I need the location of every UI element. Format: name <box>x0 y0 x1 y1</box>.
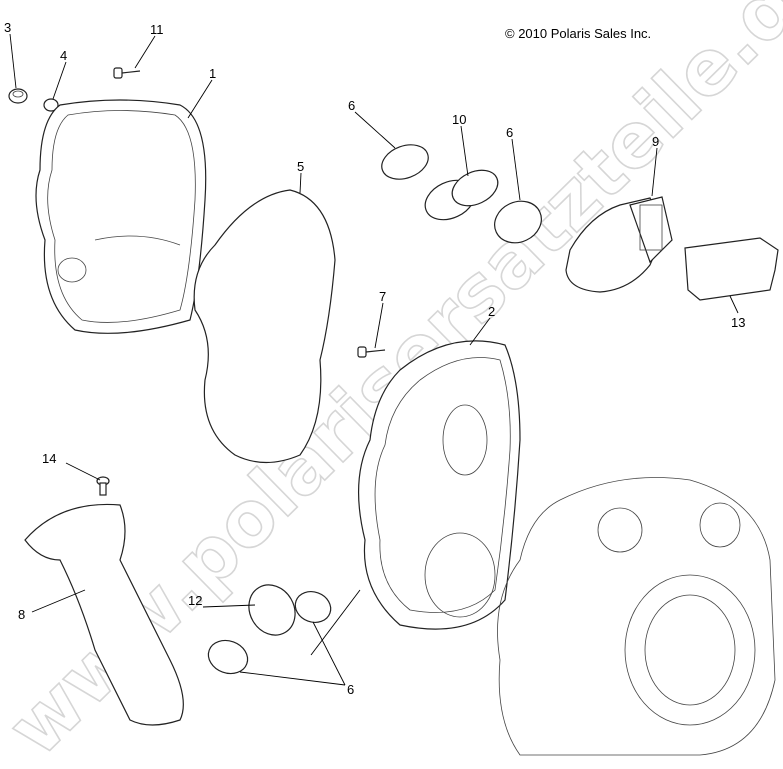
callout-3: 3 <box>4 20 11 35</box>
copyright-notice: © 2010 Polaris Sales Inc. <box>505 26 652 41</box>
bolt-part <box>113 67 141 79</box>
clamp-part <box>294 591 332 623</box>
callout-6: 6 <box>348 98 355 113</box>
callout-6: 6 <box>506 125 513 140</box>
intake-duct-part <box>565 196 673 293</box>
clamp-part <box>207 639 249 675</box>
callout-7: 7 <box>379 289 386 304</box>
callout-11: 11 <box>150 22 164 37</box>
clamp-part <box>494 200 542 244</box>
callout-2: 2 <box>488 304 495 319</box>
bolt-part <box>357 346 386 358</box>
callout-1: 1 <box>209 66 216 81</box>
callout-4: 4 <box>60 48 67 63</box>
leader-lines <box>9 33 739 686</box>
clamp-part <box>381 144 429 180</box>
outer-clutch-cover-part <box>35 99 207 334</box>
plug-part <box>8 88 28 104</box>
intake-cover-part <box>684 237 779 301</box>
duct-coupler-part <box>248 584 296 636</box>
callout-13: 13 <box>731 315 745 330</box>
inner-clutch-cover-part <box>357 340 521 630</box>
callout-8: 8 <box>18 607 25 622</box>
cover-seal-part <box>193 189 336 464</box>
callout-9: 9 <box>652 134 659 149</box>
callout-10: 10 <box>452 112 466 127</box>
duct-boot-part <box>424 169 499 221</box>
callout-14: 14 <box>42 451 56 466</box>
callout-12: 12 <box>188 593 202 608</box>
engine-case-part <box>497 477 776 756</box>
push-rivet-part <box>96 476 110 496</box>
o-ring-part <box>43 98 59 112</box>
callout-5: 5 <box>297 159 304 174</box>
callout-6: 6 <box>347 682 354 697</box>
